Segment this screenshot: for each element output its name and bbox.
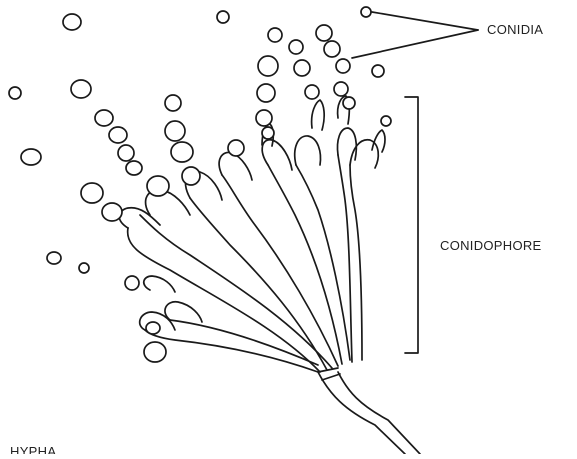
- hypha-stem: [318, 368, 420, 454]
- conidiophore-bracket: [405, 97, 418, 353]
- conidia-pointer-lines: [352, 12, 478, 58]
- phialides: [119, 96, 385, 330]
- conidiophore-label: CONIDOPHORE: [440, 238, 577, 253]
- conidia-label: CONIDIA: [487, 22, 543, 37]
- conidia-spores: [9, 7, 391, 362]
- hypha-label: HYPHA: [10, 444, 90, 454]
